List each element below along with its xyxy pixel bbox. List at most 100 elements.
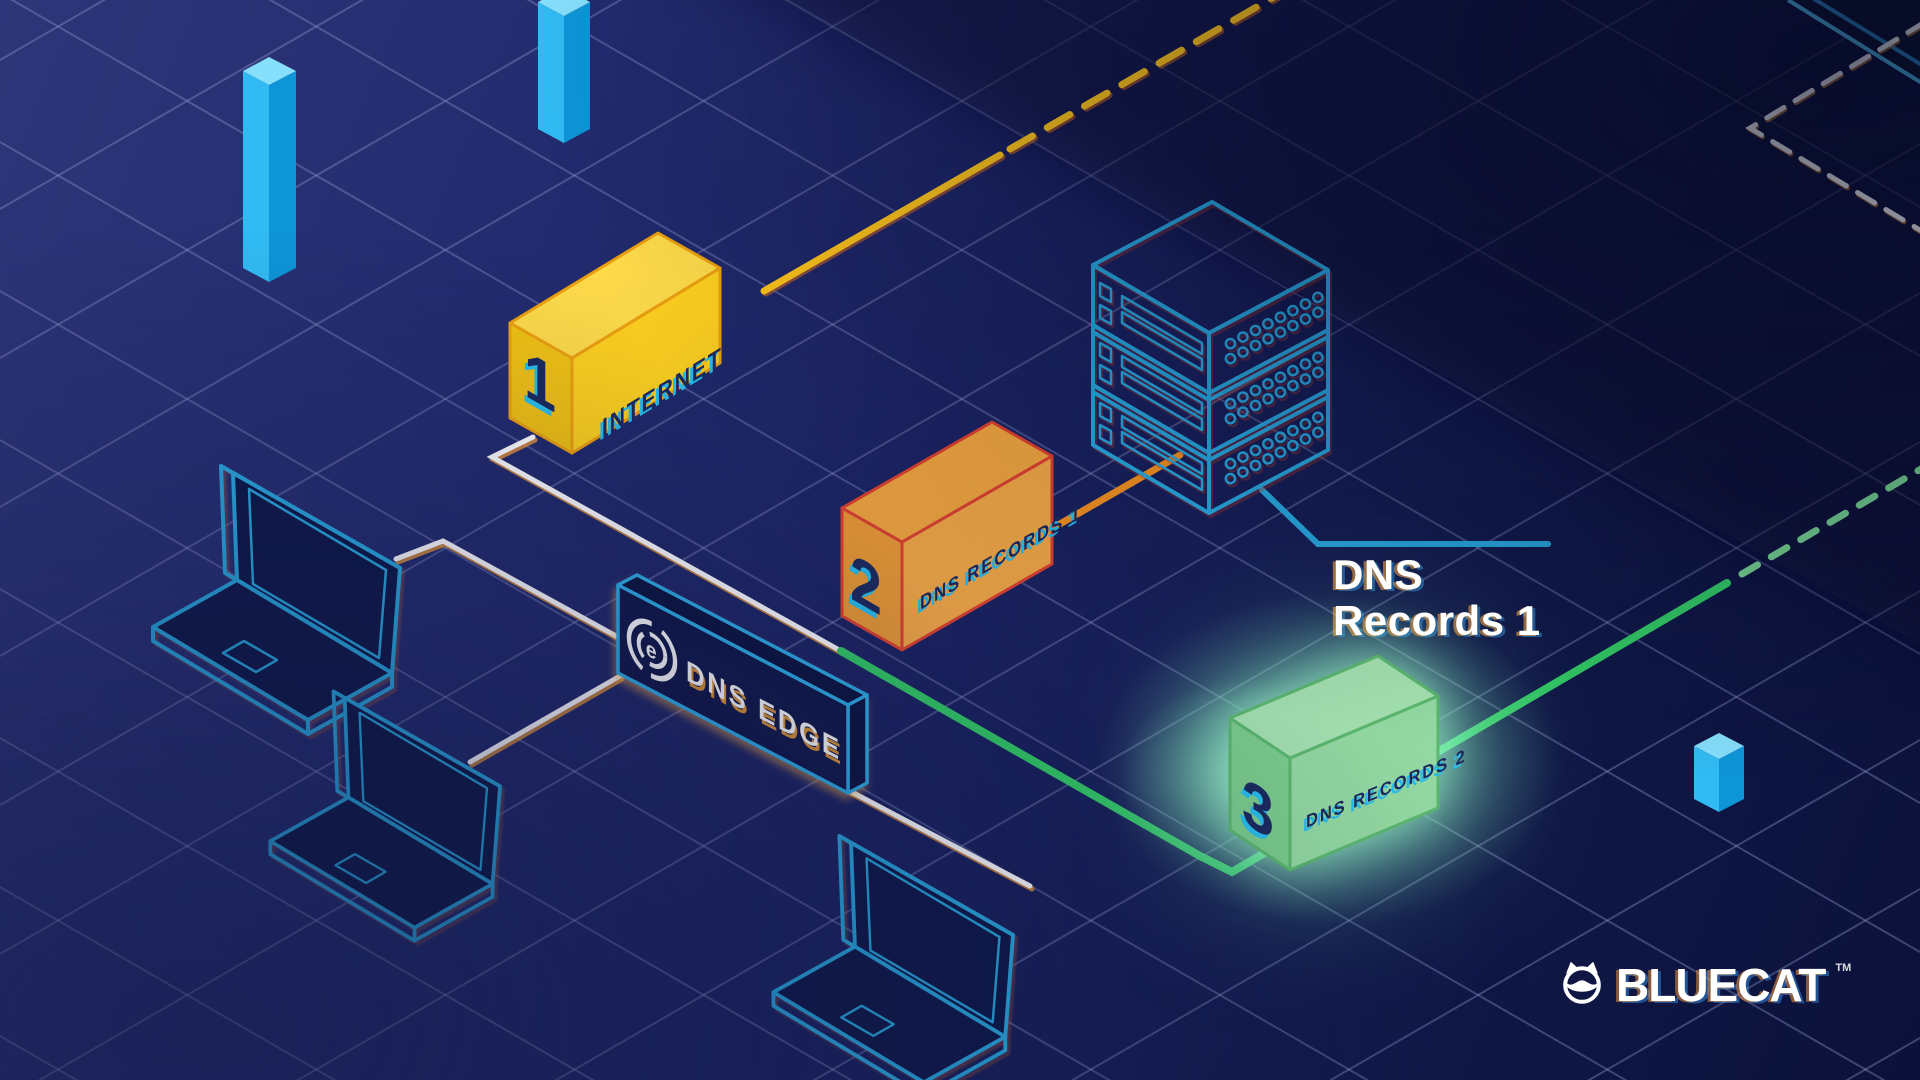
- server-vent: [1224, 397, 1237, 410]
- pillar-2: [538, 0, 590, 143]
- server-vent: [1262, 377, 1274, 390]
- link-internet-out-dashed: [1006, 0, 1276, 153]
- server-vent: [1237, 406, 1249, 418]
- server-vent: [1274, 311, 1287, 324]
- server-vent: [1262, 452, 1274, 465]
- dns-records-2-box: 3 3 DNS RECORDS 2 DNS RECORDS 2: [1228, 654, 1467, 872]
- server-detail: [1098, 363, 1113, 386]
- server-callout-line: [1259, 487, 1551, 547]
- laptop-3: [771, 834, 1015, 1080]
- server-vent: [1299, 418, 1312, 430]
- server-vent: [1237, 346, 1249, 358]
- server-vent: [1299, 298, 1312, 310]
- link-records2-out-dashed: [1738, 465, 1920, 578]
- server-vent: [1237, 466, 1249, 478]
- server-rack: [1091, 200, 1330, 515]
- dns-edge-logo: e: [626, 618, 678, 682]
- server-vent: [1299, 433, 1312, 445]
- server-vent: [1224, 472, 1237, 485]
- corner-line-1: [1786, 0, 1920, 85]
- server-vent: [1262, 437, 1274, 450]
- server-vent: [1262, 317, 1274, 330]
- step-2-number: 2: [850, 539, 882, 631]
- server-vent: [1249, 324, 1262, 337]
- bluecat-tm: TM: [1835, 962, 1852, 974]
- grid-line: [1587, 888, 1920, 1080]
- server-vent: [1312, 411, 1324, 424]
- grid-line: [0, 0, 881, 508]
- server-vent: [1274, 326, 1287, 339]
- server-vent: [1312, 366, 1324, 379]
- server-detail: [1098, 401, 1113, 424]
- server-detail: [1120, 310, 1204, 372]
- link-internet-out-solid: [760, 151, 1004, 295]
- server-vent: [1287, 304, 1299, 317]
- server-detail: [1098, 303, 1113, 326]
- grid-line: [0, 141, 1628, 1080]
- server-vent: [1224, 352, 1237, 365]
- grid-line: [0, 0, 1139, 657]
- grid-line: [0, 886, 337, 1080]
- link-laptop1-to-edge: [393, 538, 703, 685]
- dns-edge-panel: e DNS EDGE DNS EDGE: [616, 573, 869, 795]
- grid-line: [0, 0, 623, 359]
- dns-edge-logo-letter: e: [646, 635, 657, 666]
- step-number-shadow: 3: [1239, 767, 1271, 859]
- server-vent: [1312, 306, 1324, 319]
- link-edge-to-laptop3: [845, 787, 1033, 889]
- server-vent: [1249, 399, 1262, 412]
- server-vent: [1237, 391, 1249, 403]
- server-vent: [1299, 373, 1312, 385]
- server-vent: [1274, 446, 1287, 459]
- link-records1-to-server: [1042, 451, 1184, 536]
- small-cube: [1694, 733, 1744, 812]
- dns-records-1-box: 2 2 DNS RECORDS 1 DNS RECORDS 1: [840, 420, 1082, 652]
- server-vent: [1224, 412, 1237, 425]
- grid-line: [1328, 739, 1920, 1080]
- server-detail: [1098, 423, 1113, 446]
- server-vent: [1274, 431, 1287, 444]
- server-vent: [1287, 379, 1299, 392]
- server-detail: [1120, 414, 1204, 476]
- server-vent: [1262, 332, 1274, 345]
- callout-line-2: Records 1: [1333, 597, 1541, 644]
- grid-line: [0, 290, 1370, 1080]
- step-number-shadow: 2: [847, 543, 879, 635]
- server-vent: [1299, 313, 1312, 325]
- step-1-number: 1: [524, 336, 556, 428]
- bluecat-logo: BLUECAT TM: [1558, 958, 1851, 1012]
- bluecat-cat-icon: [1563, 961, 1601, 1004]
- server-detail: [1120, 354, 1204, 416]
- server-vent: [1299, 358, 1312, 370]
- callout-line-1: DNS: [1333, 551, 1424, 598]
- server-vent: [1249, 384, 1262, 397]
- server-detail: [1098, 341, 1113, 364]
- server-vent: [1287, 319, 1299, 332]
- corner-plane: [1795, 0, 1920, 80]
- server-detail: [1120, 370, 1204, 432]
- grid-line: [526, 0, 1920, 804]
- server-vent: [1224, 457, 1237, 470]
- server-vent: [1249, 339, 1262, 352]
- server-vent: [1274, 371, 1287, 384]
- step-3-number: 3: [1242, 763, 1274, 855]
- internet-box: 1 1 INTERNET INTERNET: [508, 231, 723, 455]
- dns-edge-front-face: [616, 583, 850, 795]
- server-detail: [1120, 430, 1204, 492]
- server-detail: [1098, 281, 1113, 304]
- server-vent: [1287, 424, 1299, 437]
- server-vent: [1237, 451, 1249, 463]
- server-details: [1091, 281, 1330, 515]
- link-edge-to-laptop2: [467, 673, 623, 765]
- grid-line: [0, 588, 853, 1080]
- laptop-2: [268, 689, 502, 943]
- server-callout-label: DNS Records 1: [1333, 552, 1541, 644]
- server-vent: [1262, 392, 1274, 405]
- grid-line: [0, 737, 595, 1080]
- laptop-1: [151, 464, 402, 736]
- grid-line: [268, 0, 1920, 953]
- grid-line: [0, 0, 365, 210]
- dashed-chevron: [1745, 22, 1920, 233]
